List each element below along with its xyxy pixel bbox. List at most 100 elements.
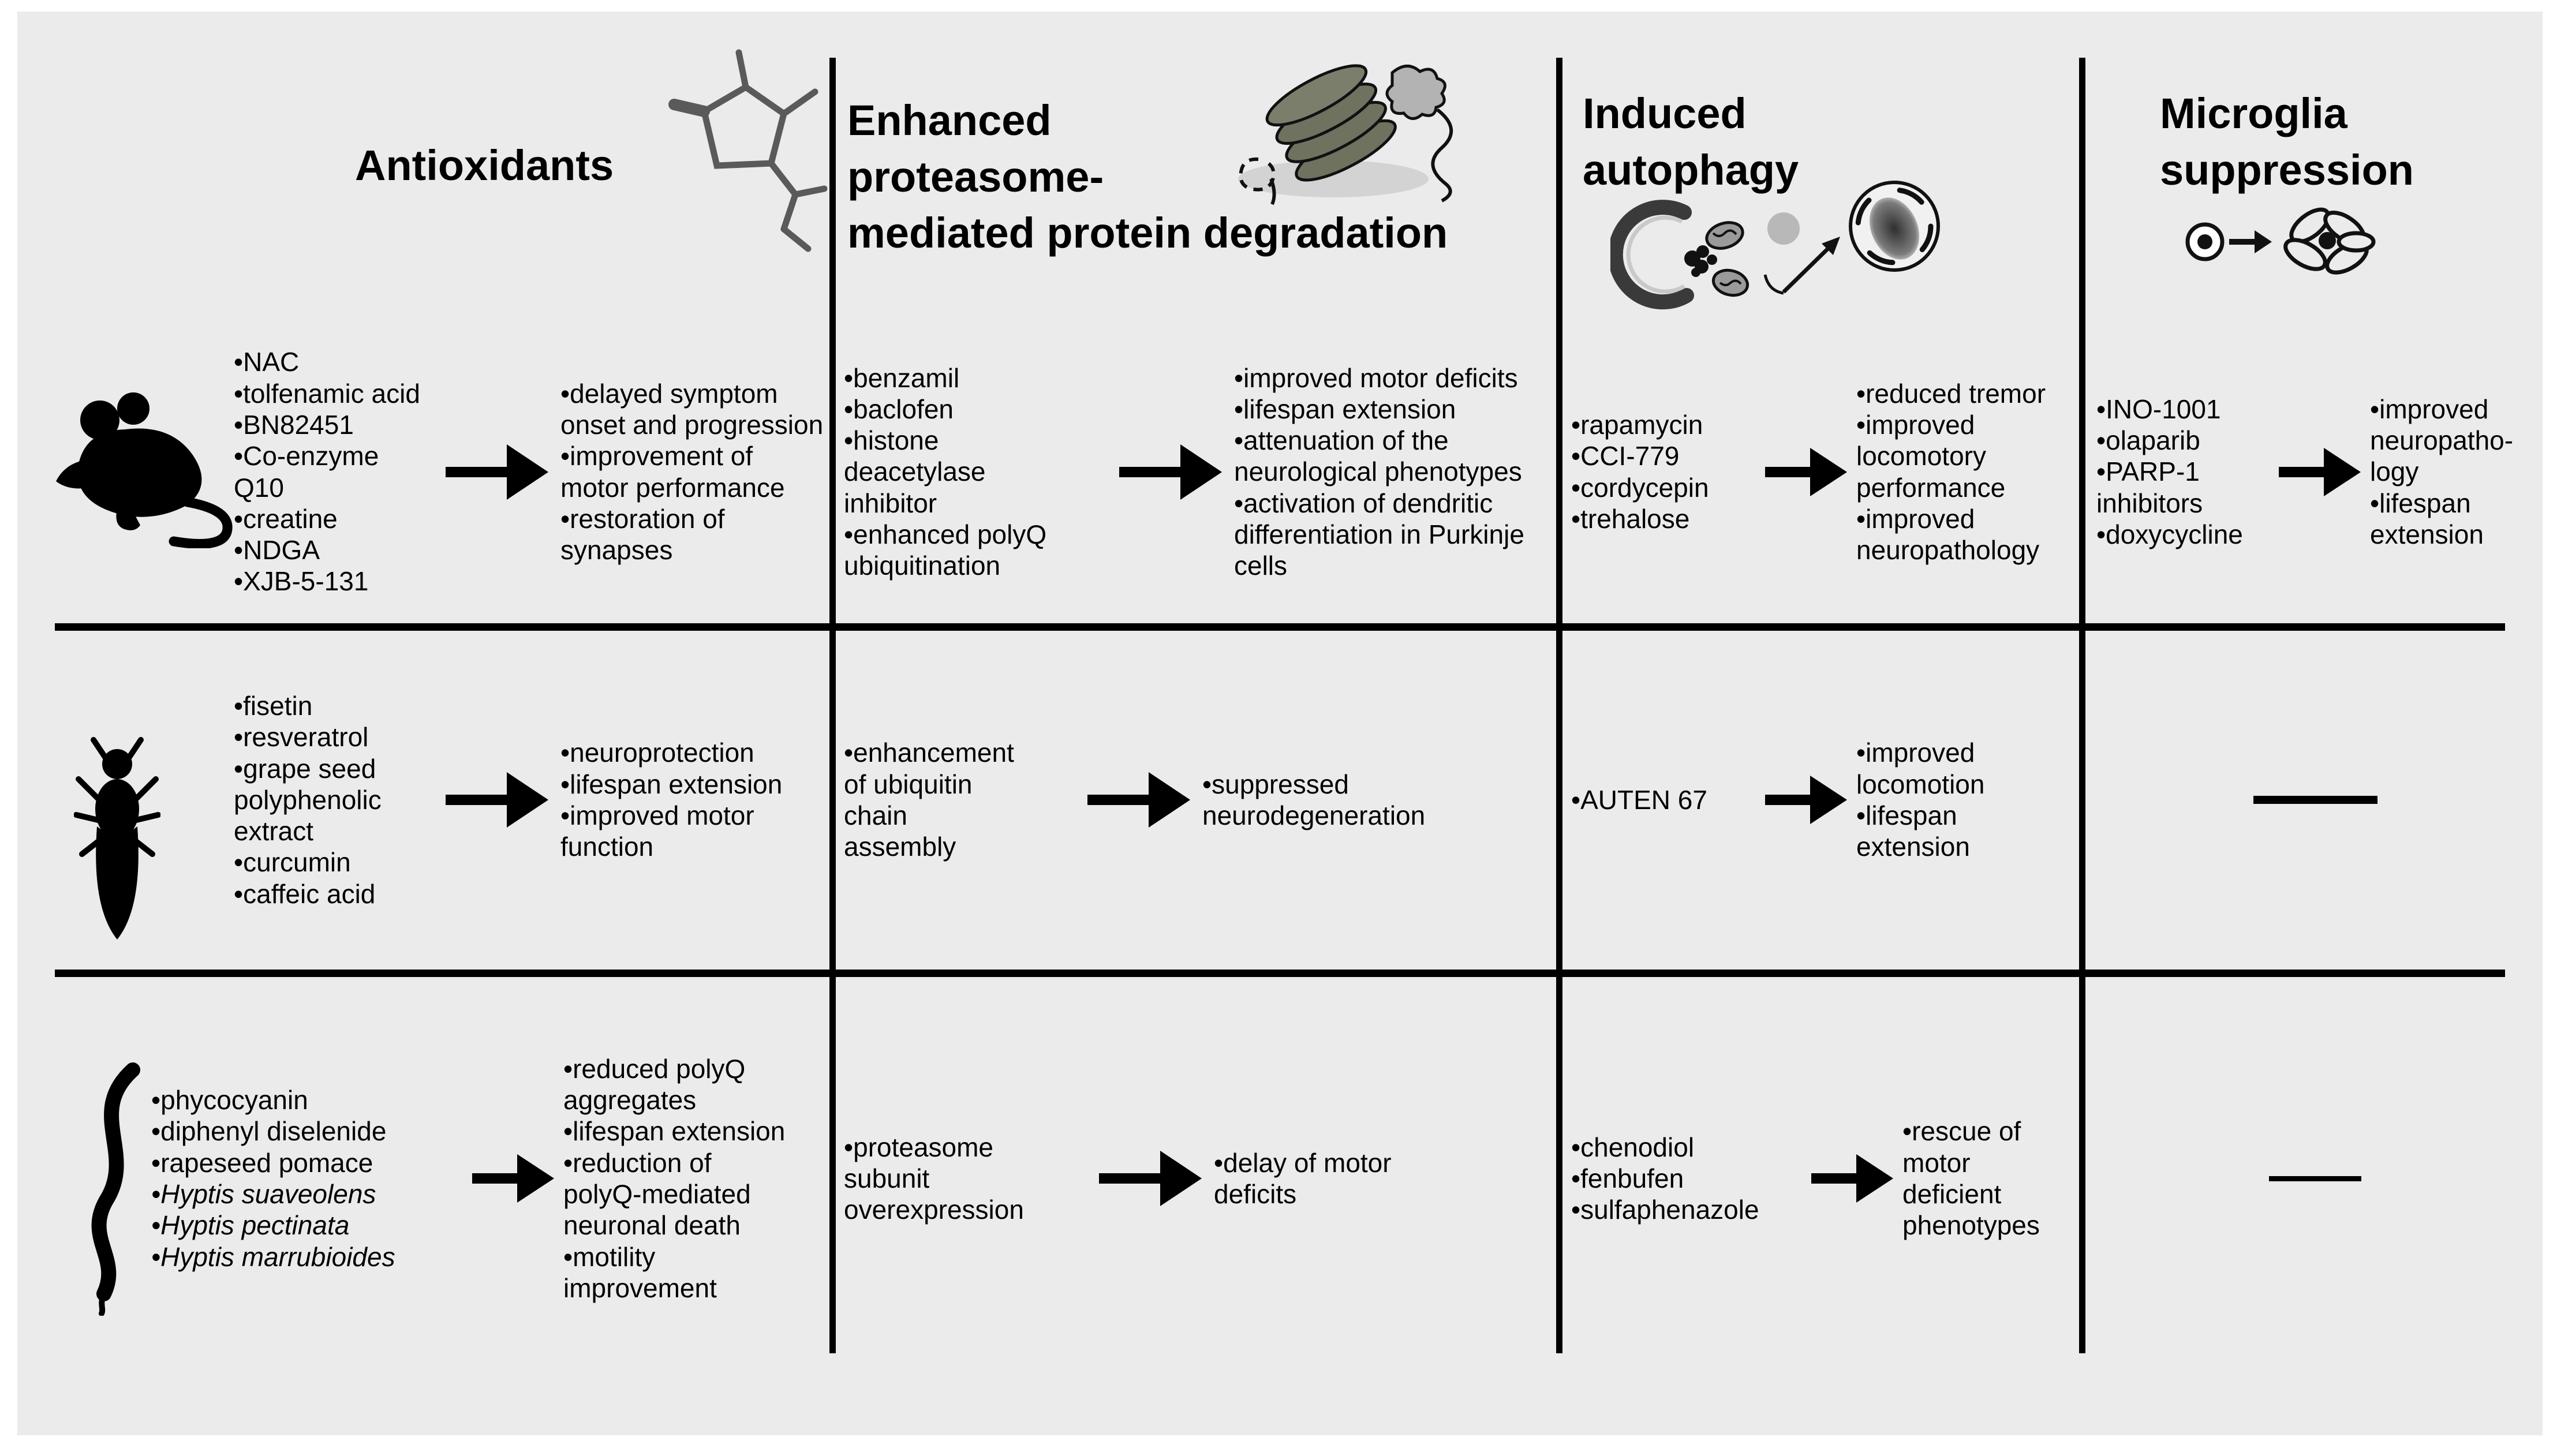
bullet-item: •neuroprotection <box>560 738 754 768</box>
bullet-item: •improved locomotory performance <box>1856 409 2006 503</box>
cell-worm-proteasome: •proteasome subunit overexpression •dela… <box>844 976 1554 1380</box>
treatment-list: •INO-1001•olaparib•PARP-1 inhibitors•dox… <box>2096 394 2270 550</box>
row-divider <box>55 623 2505 631</box>
outcome-list: •suppressed neurodegeneration <box>1202 769 1537 832</box>
cell-mouse-proteasome: •benzamil•baclofen•histone deacetylase i… <box>844 320 1554 623</box>
treatment-list: •rapamycin•CCI-779•cordycepin•trehalose <box>1571 409 1756 534</box>
arrow-icon <box>470 1151 556 1206</box>
bullet-item: •reduction of polyQ-mediated neuronal de… <box>563 1147 751 1241</box>
bullet-item: •benzamil <box>844 362 960 393</box>
bullet-item: •improved locomotion <box>1856 738 1985 799</box>
bullet-item: •trehalose <box>1571 503 1690 534</box>
arrow-icon <box>1763 772 1849 828</box>
no-data-dash <box>2253 796 2377 804</box>
bullet-item: •Co-enzyme Q10 <box>234 441 379 503</box>
bullet-item: •improved motor deficits <box>1234 362 1518 393</box>
bullet-item: •cordycepin <box>1571 472 1709 503</box>
bullet-item: •diphenyl diselenide <box>151 1116 387 1147</box>
bullet-item: •PARP-1 inhibitors <box>2096 456 2203 518</box>
outcome-list: •reduced polyQ aggregates•lifespan exten… <box>563 1053 806 1304</box>
column-divider <box>1556 58 1562 1353</box>
bullet-item: •activation of dendritic differentiation… <box>1234 488 1524 581</box>
bullet-item: •curcumin <box>234 847 351 878</box>
arrow-icon <box>1809 1151 1896 1206</box>
bullet-item: •Hyptis suaveolens <box>151 1179 376 1209</box>
bullet-item: •motility improvement <box>563 1241 717 1303</box>
cell-mouse-autophagy: •rapamycin•CCI-779•cordycepin•trehalose … <box>1571 320 2073 623</box>
bullet-item: •improved motor function <box>560 800 754 862</box>
bullet-item: •rapamycin <box>1571 409 1703 440</box>
bullet-item: •rapeseed pomace <box>151 1147 373 1178</box>
bullet-item: •caffeic acid <box>234 878 376 909</box>
cell-worm-antioxidants: •phycocyanin•diphenyl diselenide•rapesee… <box>151 976 829 1380</box>
arrow-icon <box>443 772 550 828</box>
bullet-item: •attenuation of the neurological phenoty… <box>1234 425 1522 487</box>
arrow-icon <box>1117 444 1224 500</box>
treatment-list: •AUTEN 67 <box>1571 784 1756 815</box>
bullet-item: •delayed symptom onset and progression <box>560 378 824 440</box>
bullet-item: •BN82451 <box>234 409 354 440</box>
bullet-item: •reduced tremor <box>1856 378 2046 409</box>
cell-fly-proteasome: •enhancement of ubiquitin chain assembly… <box>844 630 1554 970</box>
outcome-list: •rescue of motor deficient phenotypes <box>1902 1116 2064 1241</box>
cell-mouse-antioxidants: •NAC•tolfenamic acid•BN82451•Co-enzyme Q… <box>234 320 828 623</box>
outcome-list: •improved motor deficits•lifespan extens… <box>1234 362 1554 582</box>
fly-icon <box>74 737 160 940</box>
treatment-list: •chenodiol•fenbufen•sulfaphenazole <box>1571 1132 1802 1226</box>
bullet-item: •lifespan extension <box>563 1116 786 1147</box>
outcome-list: •improved locomotion•lifespan extension <box>1856 737 2029 862</box>
mouse-icon <box>56 392 233 548</box>
bullet-item: •reduced polyQ aggregates <box>563 1053 746 1116</box>
bullet-item: •grape seed polyphenolic extract <box>234 753 382 847</box>
treatment-list: •enhancement of ubiquitin chain assembly <box>844 737 1075 862</box>
cell-fly-antioxidants: •fisetin•resveratrol•grape seed polyphen… <box>234 630 828 970</box>
bullet-item: •resveratrol <box>234 722 369 753</box>
autophagy-icon <box>1610 181 1940 310</box>
bullet-item: •AUTEN 67 <box>1571 784 1707 815</box>
bullet-item: •chenodiol <box>1571 1132 1695 1162</box>
bullet-item: •sulfaphenazole <box>1571 1195 1759 1225</box>
cell-fly-microglia <box>2088 630 2543 970</box>
bullet-item: •lifespan extension <box>560 769 783 799</box>
bullet-item: •NAC <box>234 347 300 377</box>
bullet-item: •Hyptis pectinata <box>151 1210 350 1241</box>
treatment-list: •phycocyanin•diphenyl diselenide•rapesee… <box>151 1084 463 1272</box>
outcome-list: •neuroprotection•lifespan extension•impr… <box>560 737 872 862</box>
proteasome-icon <box>1238 64 1453 205</box>
bullet-item: •NDGA <box>234 535 320 566</box>
cell-mouse-microglia: •INO-1001•olaparib•PARP-1 inhibitors•dox… <box>2096 320 2538 623</box>
bullet-item: •suppressed neurodegeneration <box>1202 769 1426 830</box>
row-divider <box>55 970 2505 977</box>
bullet-item: •INO-1001 <box>2096 394 2221 424</box>
bullet-item: •doxycycline <box>2096 519 2243 549</box>
outcome-list: •reduced tremor•improved locomotory perf… <box>1856 378 2064 566</box>
bullet-item: •histone deacetylase inhibitor <box>844 425 986 518</box>
bullet-item: •rescue of motor deficient phenotypes <box>1902 1116 2040 1241</box>
bullet-item: •enhancement of ubiquitin chain assembly <box>844 738 1014 862</box>
cell-worm-autophagy: •chenodiol•fenbufen•sulfaphenazole •resc… <box>1571 976 2073 1380</box>
outcome-list: •delay of motor deficits <box>1214 1147 1468 1210</box>
column-divider <box>829 58 836 1353</box>
bullet-item: •CCI-779 <box>1571 441 1680 471</box>
column-divider <box>2079 58 2085 1353</box>
column-title-proteasome: Enhanced proteasome- mediated protein de… <box>847 96 1448 257</box>
bullet-item: •creatine <box>234 503 338 534</box>
bullet-item: •baclofen <box>844 394 954 424</box>
arrow-icon <box>1763 444 1849 500</box>
bullet-item: •XJB-5-131 <box>234 566 369 597</box>
bullet-item: •improved neuropathology <box>1856 503 2040 566</box>
no-data-dash <box>2269 1176 2361 1181</box>
outcome-list: •delayed symptom onset and progression•i… <box>560 378 884 566</box>
figure-background <box>17 12 2543 1435</box>
bullet-item: •fisetin <box>234 691 313 721</box>
treatment-list: •benzamil•baclofen•histone deacetylase i… <box>844 362 1106 582</box>
molecule-icon <box>668 49 828 252</box>
column-title-antioxidants: Antioxidants <box>355 141 614 189</box>
treatment-list: •fisetin•resveratrol•grape seed polyphen… <box>234 690 433 909</box>
arrow-icon <box>2276 444 2363 500</box>
bullet-item: •lifespan extension <box>2370 488 2484 549</box>
microglia-icon <box>2185 207 2376 275</box>
bullet-item: •improved neuropatho- logy <box>2370 394 2514 487</box>
bullet-item: •lifespan extension <box>1856 800 1970 862</box>
